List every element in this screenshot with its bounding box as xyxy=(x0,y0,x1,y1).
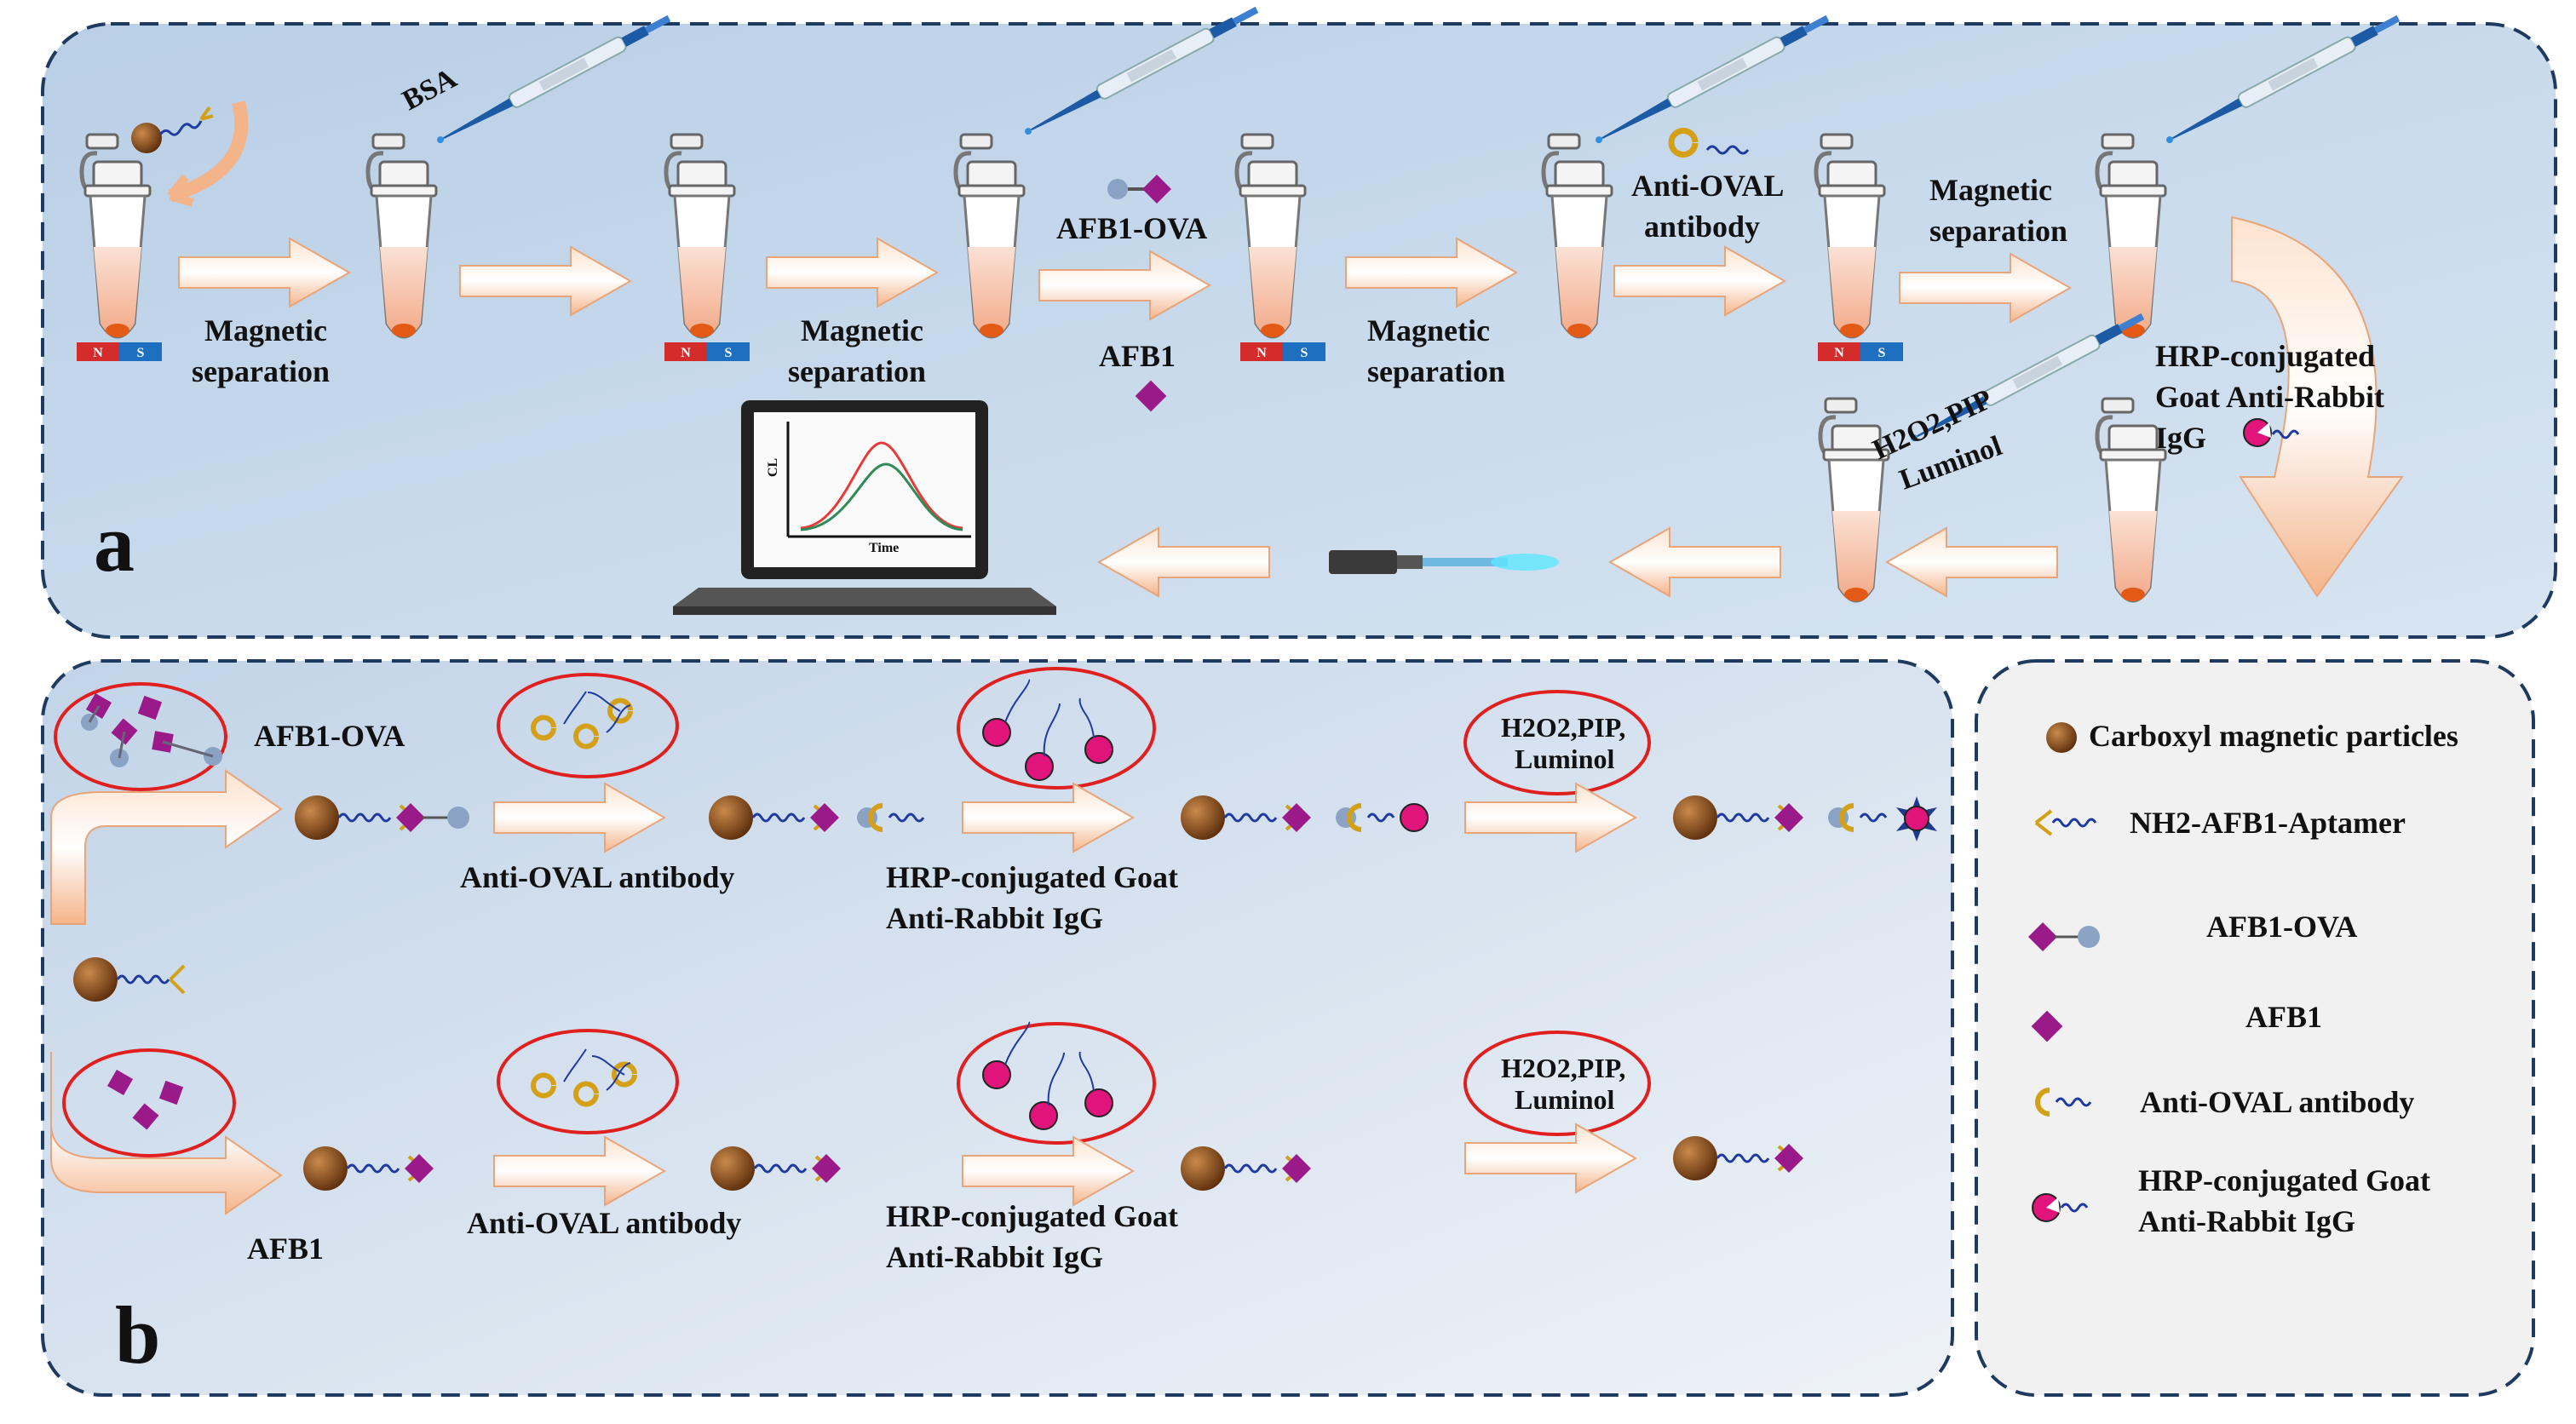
hrp-icon-a xyxy=(2243,418,2300,447)
legend-item-6-line1: HRP-conjugated Goat xyxy=(2138,1163,2430,1197)
start-particle xyxy=(73,957,186,1002)
afb1-ova-icon xyxy=(1107,175,1171,204)
legend-particle-icon xyxy=(2046,722,2077,753)
row1-hrp-ellipse xyxy=(957,667,1156,790)
row1-complex-1 xyxy=(295,795,469,840)
hrp-a-line1: HRP-conjugated xyxy=(2155,339,2375,373)
row1-hrp-line1: HRP-conjugated Goat xyxy=(886,860,1178,894)
row2-hrp-line1: HRP-conjugated Goat xyxy=(886,1199,1178,1233)
legend-item-2: NH2-AFB1-Aptamer xyxy=(2130,806,2406,840)
panel-a-letter: a xyxy=(94,497,135,589)
row2-complex-2 xyxy=(710,1146,841,1191)
row1-reagent-line2: Luminol xyxy=(1515,744,1614,774)
anti-ova-line2: antibody xyxy=(1644,210,1760,244)
row1-antibody-ellipse xyxy=(497,673,679,778)
afb1-icon-a xyxy=(1135,380,1167,412)
row1-target-ellipse xyxy=(54,682,227,791)
afb1-label-a: AFB1 xyxy=(1099,339,1176,373)
row1-complex-2 xyxy=(709,795,925,840)
magnet-1 xyxy=(77,342,162,361)
row1-reagent-line1: H2O2,PIP, xyxy=(1501,712,1625,743)
row2-complex-4 xyxy=(1673,1136,1803,1180)
mag-sep-1-line2: separation xyxy=(192,354,330,388)
row2-reagent-line1: H2O2,PIP, xyxy=(1501,1053,1625,1083)
legend-antibody-icon xyxy=(2035,1088,2092,1117)
mag-sep-3-line1: Magnetic xyxy=(1367,313,1490,347)
row2-reagent-ellipse xyxy=(1463,1031,1651,1136)
row2-target-ellipse xyxy=(62,1048,236,1157)
row2-complex-3 xyxy=(1181,1146,1311,1191)
legend-item-5: Anti-OVAL antibody xyxy=(2140,1085,2414,1119)
laptop-icon xyxy=(673,400,1056,615)
legend-hrp-icon xyxy=(2032,1193,2089,1222)
mag-sep-1-line1: Magnetic xyxy=(204,313,327,347)
row2-target-label: AFB1 xyxy=(247,1232,324,1266)
magnet-3 xyxy=(1240,342,1325,361)
cl-ylabel: CL xyxy=(766,458,780,477)
particle-aptamer-icon xyxy=(131,100,249,207)
antibody-icon-a xyxy=(1668,128,1750,158)
row2-antibody-label: Anti-OVAL antibody xyxy=(467,1206,741,1240)
legend-item-6-line2: Anti-Rabbit IgG xyxy=(2138,1204,2355,1238)
cl-xlabel: Time xyxy=(869,541,899,555)
panel-b-frame xyxy=(41,659,1954,1397)
legend-frame xyxy=(1975,659,2535,1397)
row2-hrp-line2: Anti-Rabbit IgG xyxy=(886,1240,1103,1274)
mag-sep-2-line2: separation xyxy=(788,354,926,388)
row1-hrp-line2: Anti-Rabbit IgG xyxy=(886,901,1103,935)
afb1-ova-label-a: AFB1-OVA xyxy=(1056,211,1207,245)
mag-sep-2-line1: Magnetic xyxy=(801,313,923,347)
panel-b-letter: b xyxy=(115,1289,160,1381)
branch-arrows xyxy=(50,769,283,1215)
legend-item-4: AFB1 xyxy=(2245,1000,2322,1034)
row1-antibody-label: Anti-OVAL antibody xyxy=(460,860,734,894)
mag-sep-4-line2: separation xyxy=(1929,214,2067,248)
legend-afb1ova-icon xyxy=(2028,922,2100,951)
row1-target-label: AFB1-OVA xyxy=(254,719,405,753)
mag-sep-3-line2: separation xyxy=(1367,354,1505,388)
fiber-probe-icon xyxy=(1329,550,1559,574)
legend-aptamer-icon xyxy=(2034,809,2097,836)
panel-a-frame xyxy=(41,22,2557,639)
hrp-a-line2: Goat Anti-Rabbit xyxy=(2155,380,2384,414)
cl-graph: CL Time xyxy=(766,422,971,555)
row2-antibody-ellipse xyxy=(497,1029,679,1134)
legend-item-1: Carboxyl magnetic particles xyxy=(2089,719,2458,753)
row2-complex-1 xyxy=(303,1146,434,1191)
curved-arrow xyxy=(2231,215,2404,598)
row1-reagent-ellipse xyxy=(1463,690,1651,795)
magnet-2 xyxy=(664,342,750,361)
row2-reagent-line2: Luminol xyxy=(1515,1084,1614,1115)
mag-sep-4-line1: Magnetic xyxy=(1929,173,2052,207)
row2-hrp-ellipse xyxy=(957,1021,1156,1145)
legend-afb1-icon xyxy=(2031,1010,2063,1042)
magnet-4 xyxy=(1818,342,1903,361)
row1-complex-3 xyxy=(1181,795,1429,840)
anti-ova-line1: Anti-OVAL xyxy=(1631,169,1784,203)
legend-item-3: AFB1-OVA xyxy=(2206,910,2357,944)
